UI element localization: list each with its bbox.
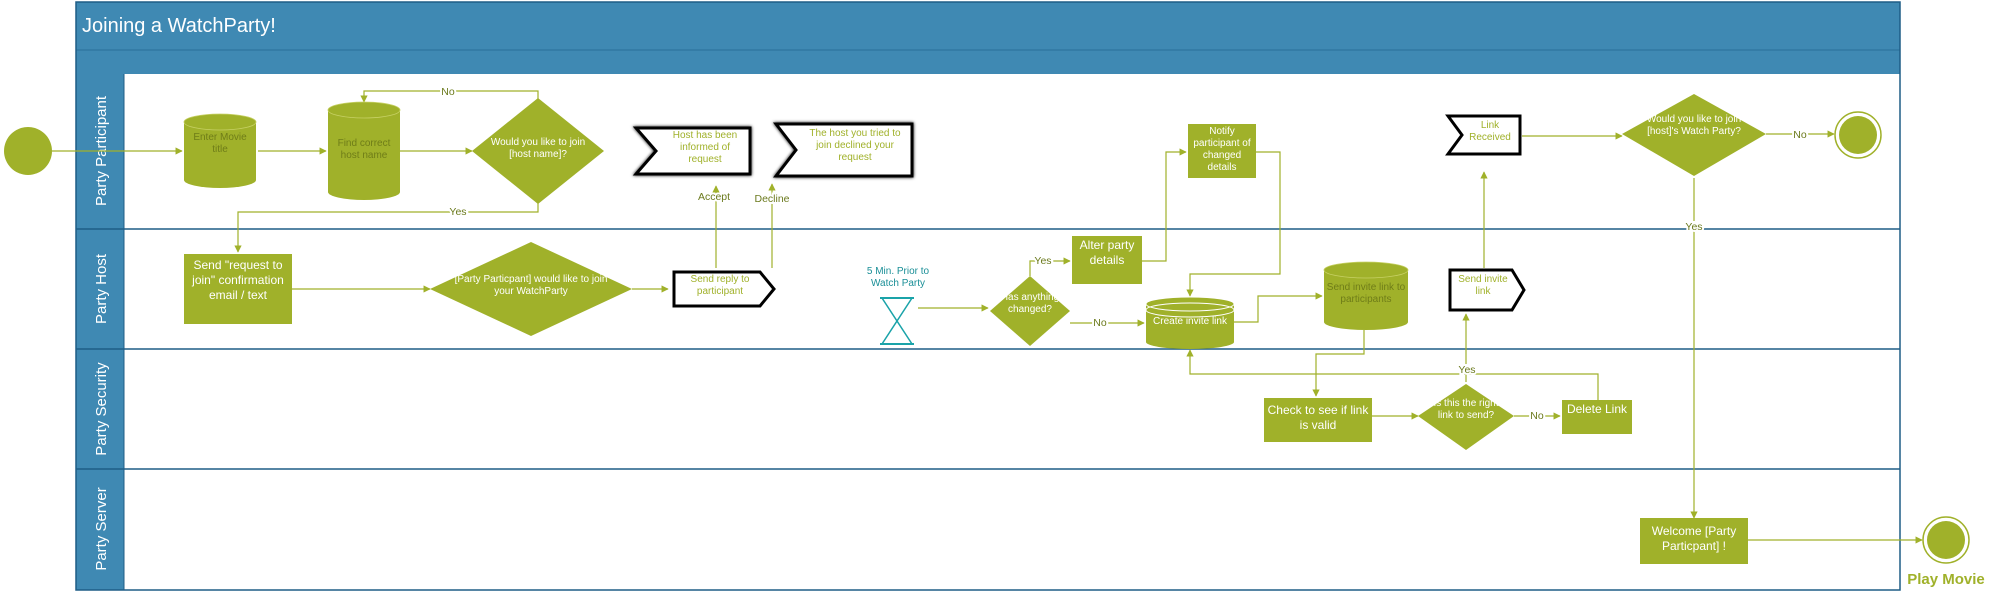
node-text: Would you like to join [host]'s Watch Pa… [1646,114,1742,137]
play-movie-label: Play Movie [1907,571,1985,588]
node-timer: 5 Min. Prior to Watch Party [866,266,930,345]
node-text: Check to see if link is valid [1267,403,1369,432]
node-has-anything-changed: Has anything changed? [990,276,1070,346]
node-text: Host has been informed of request [672,130,738,165]
node-join-watchparty-decision: Would you like to join [host]'s Watch Pa… [1622,94,1766,176]
node-create-invite-link: Create invite link [1145,296,1235,349]
node-text: Link Received [1469,120,1511,143]
edge-label-accept: Accept [698,191,730,203]
pool-border [75,1,1901,591]
edge-label-no: No [441,86,455,98]
node-text: Alter party details [1079,238,1135,267]
end-event-play-movie [1922,516,1970,564]
timer-label: 5 Min. Prior to Watch Party [866,266,930,289]
node-text: Find correct host name [337,138,391,161]
node-enter-movie-title: Enter Movie title [183,113,257,188]
node-host-declined: The host you tried to join declined your… [772,122,914,178]
node-check-link-valid: Check to see if link is valid [1264,398,1372,442]
hourglass-icon [880,297,914,345]
node-join-host-decision: Would you like to join [host name]? [472,98,604,204]
node-text: Send invite link to participants [1326,282,1406,305]
node-send-invite-participants: Send invite link to participants [1323,261,1409,330]
header-strip [76,50,1900,74]
node-send-reply: Send reply to participant [672,270,776,308]
edge-label-no-delete: No [1530,410,1544,422]
node-text: Would you like to join [host name]? [490,137,586,160]
node-host-informed: Host has been informed of request [632,126,752,176]
node-text: Enter Movie title [193,132,247,155]
node-notify-participant: Notify participant of changed details [1188,124,1256,178]
node-welcome-participant: Welcome [Party Particpant] ! [1640,518,1748,564]
node-send-request-email: Send "request to join" confirmation emai… [184,254,292,324]
node-link-received: Link Received [1445,114,1522,156]
node-text: The host you tried to join declined your… [809,128,901,163]
edge-label-yes-join: Yes [1685,221,1702,233]
node-text: Notify participant of changed details [1193,126,1251,173]
edge-label-yes-security: Yes [1458,364,1475,376]
lane-label-host: Party Host [93,253,110,324]
edge-label-no-join: No [1793,129,1807,141]
node-text: Send "request to join" confirmation emai… [192,258,284,302]
title-bar [76,2,1900,50]
node-text: Create invite link [1153,316,1227,327]
edge-label-yes-alter: Yes [1034,255,1051,267]
lane-label-security: Party Security [93,362,110,456]
node-is-right-link: Is this the right link to send? [1418,384,1514,450]
node-text: Send reply to participant [690,274,750,297]
node-text: Delete Link [1566,402,1628,416]
node-text: Welcome [Party Particpant] ! [1651,524,1737,553]
lane-header-column [76,74,124,590]
node-send-invite-link: Send invite link [1448,268,1526,312]
node-find-host-name: Find correct host name [327,101,401,200]
edge-label-no-changed: No [1093,317,1107,329]
node-alter-party-details: Alter party details [1072,236,1142,284]
lane-label-server: Party Server [93,487,110,570]
node-delete-link: Delete Link [1562,400,1632,434]
edge-label-yes: Yes [449,206,466,218]
edge-label-decline: Decline [754,193,789,205]
node-text: Send invite link [1458,274,1508,297]
node-participant-would-like: [Party Particpant] would like to join yo… [430,242,632,336]
end-event [1834,111,1882,159]
start-event [4,127,52,175]
node-text: Has anything changed? [1000,292,1060,315]
diagram-title: Joining a WatchParty! [82,15,276,37]
node-text: [Party Particpant] would like to join yo… [454,274,608,297]
node-text: Is this the right link to send? [1433,398,1499,421]
